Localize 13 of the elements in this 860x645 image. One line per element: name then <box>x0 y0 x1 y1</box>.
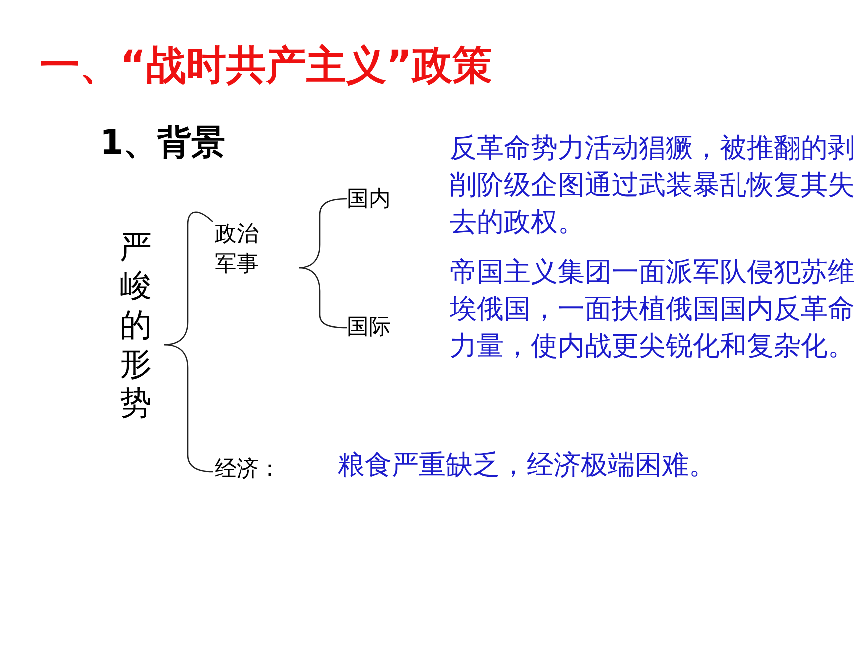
brace-connector <box>298 267 348 329</box>
title: 一、“战时共产主义”政策 <box>40 42 493 91</box>
section-heading: 1、背景 <box>100 122 226 165</box>
description-text: 帝国主义集团一面派军队侵犯苏维埃俄国，一面扶植俄国国内反革命力量，使内战更尖锐化和复杂化。 <box>450 256 856 364</box>
brace-connector <box>164 344 214 473</box>
description-text: 粮食严重缺乏，经济极端困难。 <box>338 449 716 483</box>
subcategory-label: 国际 <box>347 315 391 340</box>
vertical-heading: 严峻的形势 <box>120 228 152 422</box>
subcategory-label: 国内 <box>347 187 391 212</box>
brace-connector <box>298 198 348 269</box>
category-label: 政治军事 <box>215 222 259 277</box>
description-text: 反革命势力活动猖獗，被推翻的剥削阶级企图通过武装暴乱恢复其失去的政权。 <box>450 132 856 240</box>
category-label: 经济： <box>215 457 281 482</box>
